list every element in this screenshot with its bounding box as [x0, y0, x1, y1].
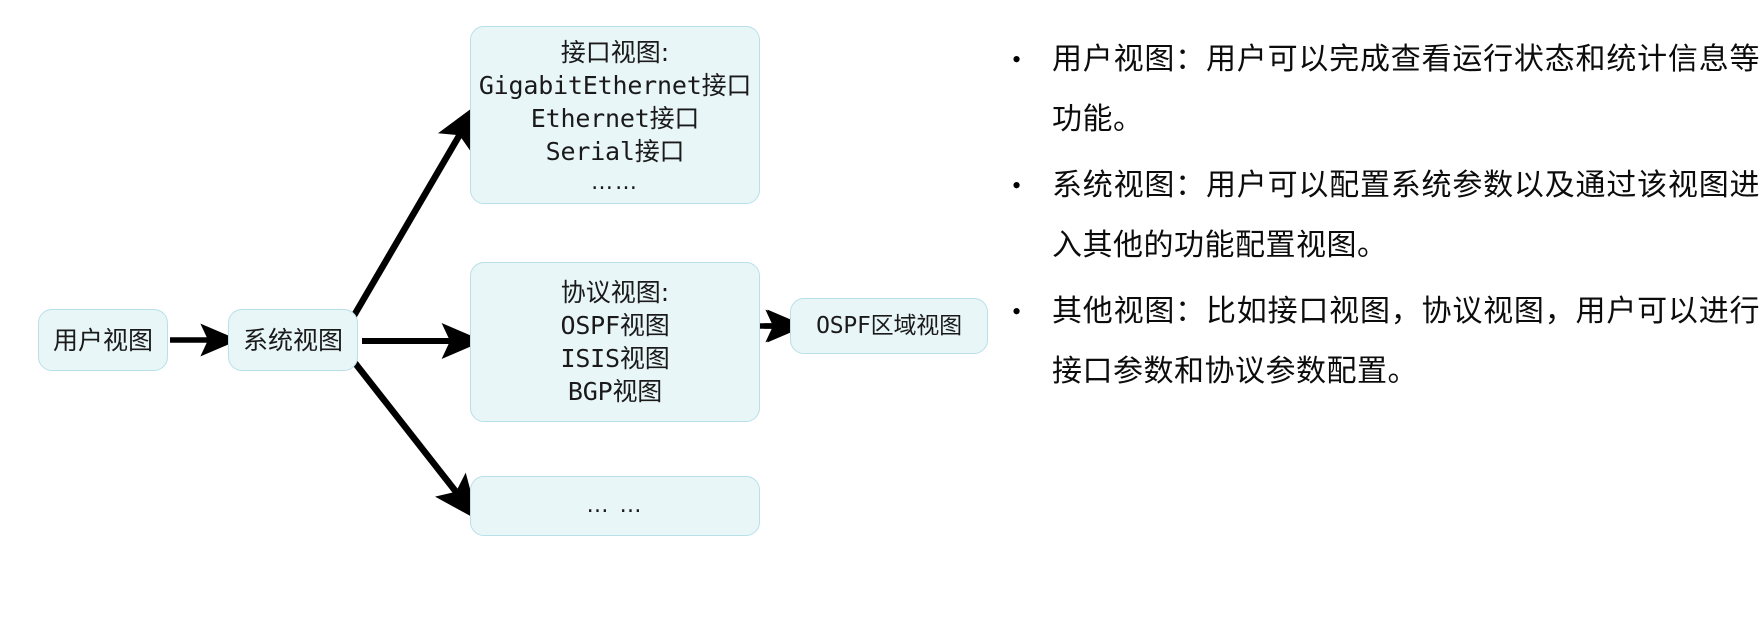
arrow-system-to-interface [349, 103, 478, 321]
node-more-view[interactable]: … … [470, 476, 760, 536]
arrow-system-to-more [352, 360, 479, 521]
node-protocol-view-item-1: ISIS视图 [560, 344, 670, 373]
list-item: • 用户视图：用户可以完成查看运行状态和统计信息等功能。 [1000, 30, 1760, 150]
node-system-view[interactable]: 系统视图 [228, 309, 358, 371]
node-protocol-view[interactable]: 协议视图: OSPF视图 ISIS视图 BGP视图 [470, 262, 760, 422]
node-user-view-label: 用户视图 [52, 325, 153, 355]
node-interface-view-title: 接口视图: [560, 38, 670, 68]
bullet-text: 用户视图：用户可以完成查看运行状态和统计信息等功能。 [1052, 42, 1760, 137]
bullet-text: 其他视图：比如接口视图，协议视图，用户可以进行接口参数和协议参数配置。 [1052, 294, 1760, 389]
node-ospf-area-view[interactable]: OSPF区域视图 [790, 298, 988, 354]
node-interface-view-ellipsis: …… [591, 170, 639, 196]
node-more-view-label: … … [586, 493, 644, 519]
node-protocol-view-item-2: BGP视图 [567, 377, 663, 406]
list-item: • 其他视图：比如接口视图，协议视图，用户可以进行接口参数和协议参数配置。 [1000, 282, 1760, 402]
node-interface-view-item-2: Serial接口 [545, 137, 685, 167]
node-user-view[interactable]: 用户视图 [38, 309, 168, 371]
bullet-marker-icon: • [1012, 171, 1022, 200]
node-interface-view-item-0: GigabitEthernet接口 [478, 71, 752, 101]
bullet-text: 系统视图：用户可以配置系统参数以及通过该视图进入其他的功能配置视图。 [1052, 168, 1760, 263]
list-item: • 系统视图：用户可以配置系统参数以及通过该视图进入其他的功能配置视图。 [1000, 156, 1760, 276]
bullet-marker-icon: • [1012, 45, 1022, 74]
notes-panel: • 用户视图：用户可以完成查看运行状态和统计信息等功能。 • 系统视图：用户可以… [1000, 30, 1760, 550]
node-system-view-label: 系统视图 [242, 325, 343, 355]
node-interface-view-item-1: Ethernet接口 [530, 104, 700, 134]
node-ospf-area-view-label: OSPF区域视图 [816, 312, 962, 339]
node-protocol-view-title: 协议视图: [560, 278, 670, 307]
bullet-marker-icon: • [1012, 297, 1022, 326]
node-protocol-view-item-0: OSPF视图 [560, 311, 670, 340]
node-interface-view[interactable]: 接口视图: GigabitEthernet接口 Ethernet接口 Seria… [470, 26, 760, 204]
